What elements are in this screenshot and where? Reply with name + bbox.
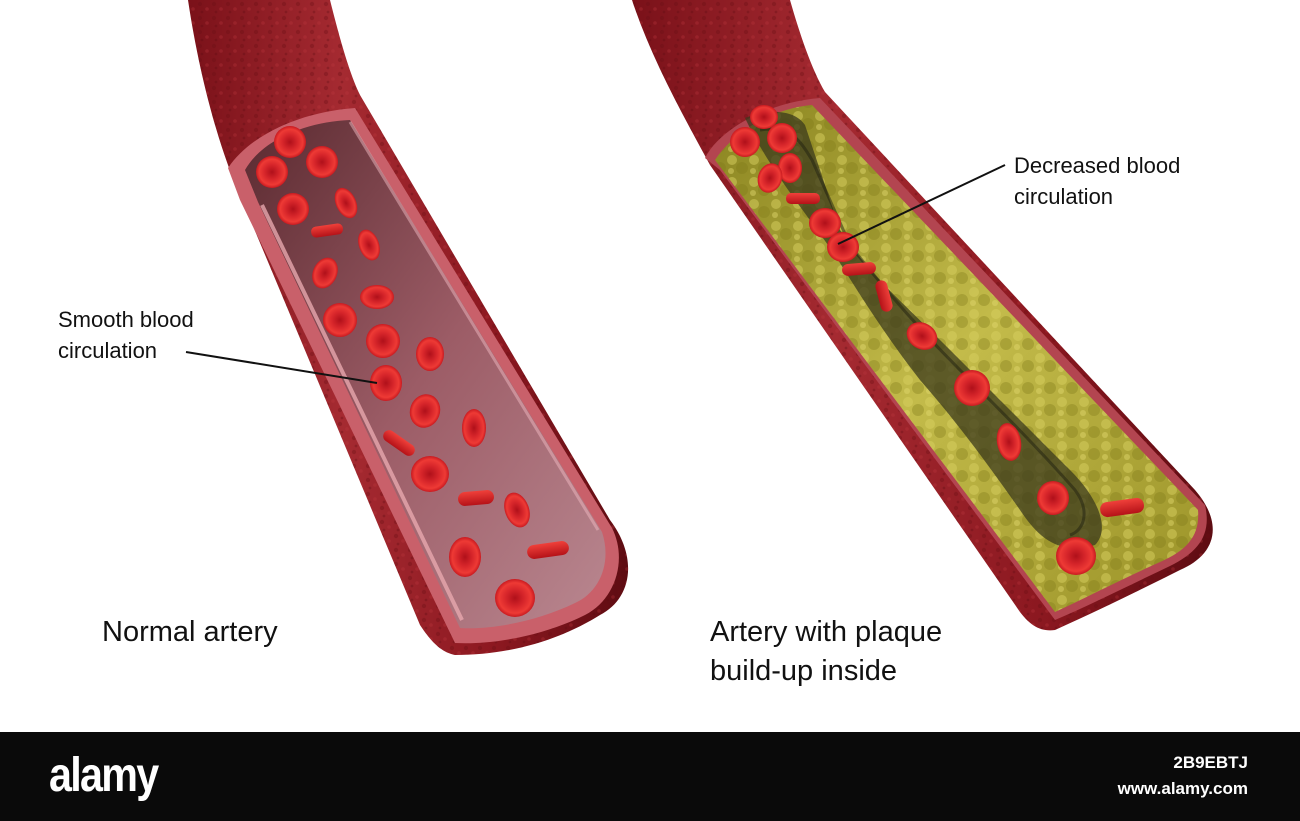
red-blood-cell <box>827 232 859 262</box>
plaque-artery-blood-cells <box>730 105 1144 575</box>
red-blood-cell <box>786 193 820 204</box>
red-blood-cell <box>416 337 444 371</box>
smooth-circulation-label-line-1: Smooth blood <box>58 307 194 332</box>
red-blood-cell <box>730 127 760 157</box>
red-blood-cell <box>411 456 449 492</box>
red-blood-cell <box>996 423 1022 461</box>
decreased-circulation-label-line-1: Decreased blood <box>1014 153 1181 178</box>
red-blood-cell <box>778 153 802 183</box>
red-blood-cell <box>312 257 338 289</box>
red-blood-cell <box>906 322 938 350</box>
red-blood-cell <box>842 262 876 276</box>
red-blood-cell <box>366 324 400 358</box>
red-blood-cell <box>360 285 394 309</box>
red-blood-cell <box>274 126 306 158</box>
red-blood-cell <box>358 229 380 261</box>
red-blood-cell <box>809 208 841 238</box>
red-blood-cell <box>277 193 309 225</box>
image-id: 2B9EBTJ <box>1173 753 1248 772</box>
smooth-circulation-leader-line <box>185 351 378 384</box>
red-blood-cell <box>527 541 569 559</box>
red-blood-cell <box>334 187 358 219</box>
red-blood-cell <box>767 123 797 153</box>
plaque-artery <box>632 0 1213 631</box>
red-blood-cell <box>504 492 530 528</box>
red-blood-cell <box>306 146 338 178</box>
red-blood-cell <box>370 365 402 401</box>
artery-illustration <box>185 0 1213 655</box>
red-blood-cell <box>875 280 893 312</box>
smooth-circulation-label-line-2: circulation <box>58 338 158 363</box>
alamy-logo-icon[interactable]: alamy <box>49 749 159 802</box>
normal-artery-blood-cells <box>256 126 569 617</box>
decreased-circulation-leader-line <box>837 164 1006 245</box>
normal-artery <box>188 0 629 655</box>
red-blood-cell <box>323 303 357 337</box>
normal-artery-caption: Normal artery <box>102 616 278 648</box>
footer-bar: alamy 2B9EBTJ www.alamy.com <box>0 732 1300 821</box>
red-blood-cell <box>311 223 344 238</box>
red-blood-cell <box>383 430 415 456</box>
footer-url[interactable]: www.alamy.com <box>1117 779 1248 798</box>
plaque-artery-caption-line-1: Artery with plaque <box>710 616 943 648</box>
red-blood-cell <box>458 490 494 506</box>
red-blood-cell <box>750 105 778 129</box>
red-blood-cell <box>449 537 481 577</box>
red-blood-cell <box>495 579 535 617</box>
red-blood-cell <box>409 394 441 428</box>
red-blood-cell <box>462 409 486 447</box>
red-blood-cell <box>954 370 990 406</box>
red-blood-cell <box>757 163 783 193</box>
red-blood-cell <box>1056 537 1096 575</box>
decreased-circulation-label-line-2: circulation <box>1014 184 1114 209</box>
red-blood-cell <box>1100 497 1144 518</box>
red-blood-cell <box>256 156 288 188</box>
red-blood-cell <box>1037 481 1069 515</box>
plaque-artery-caption-line-2: build-up inside <box>710 655 898 687</box>
